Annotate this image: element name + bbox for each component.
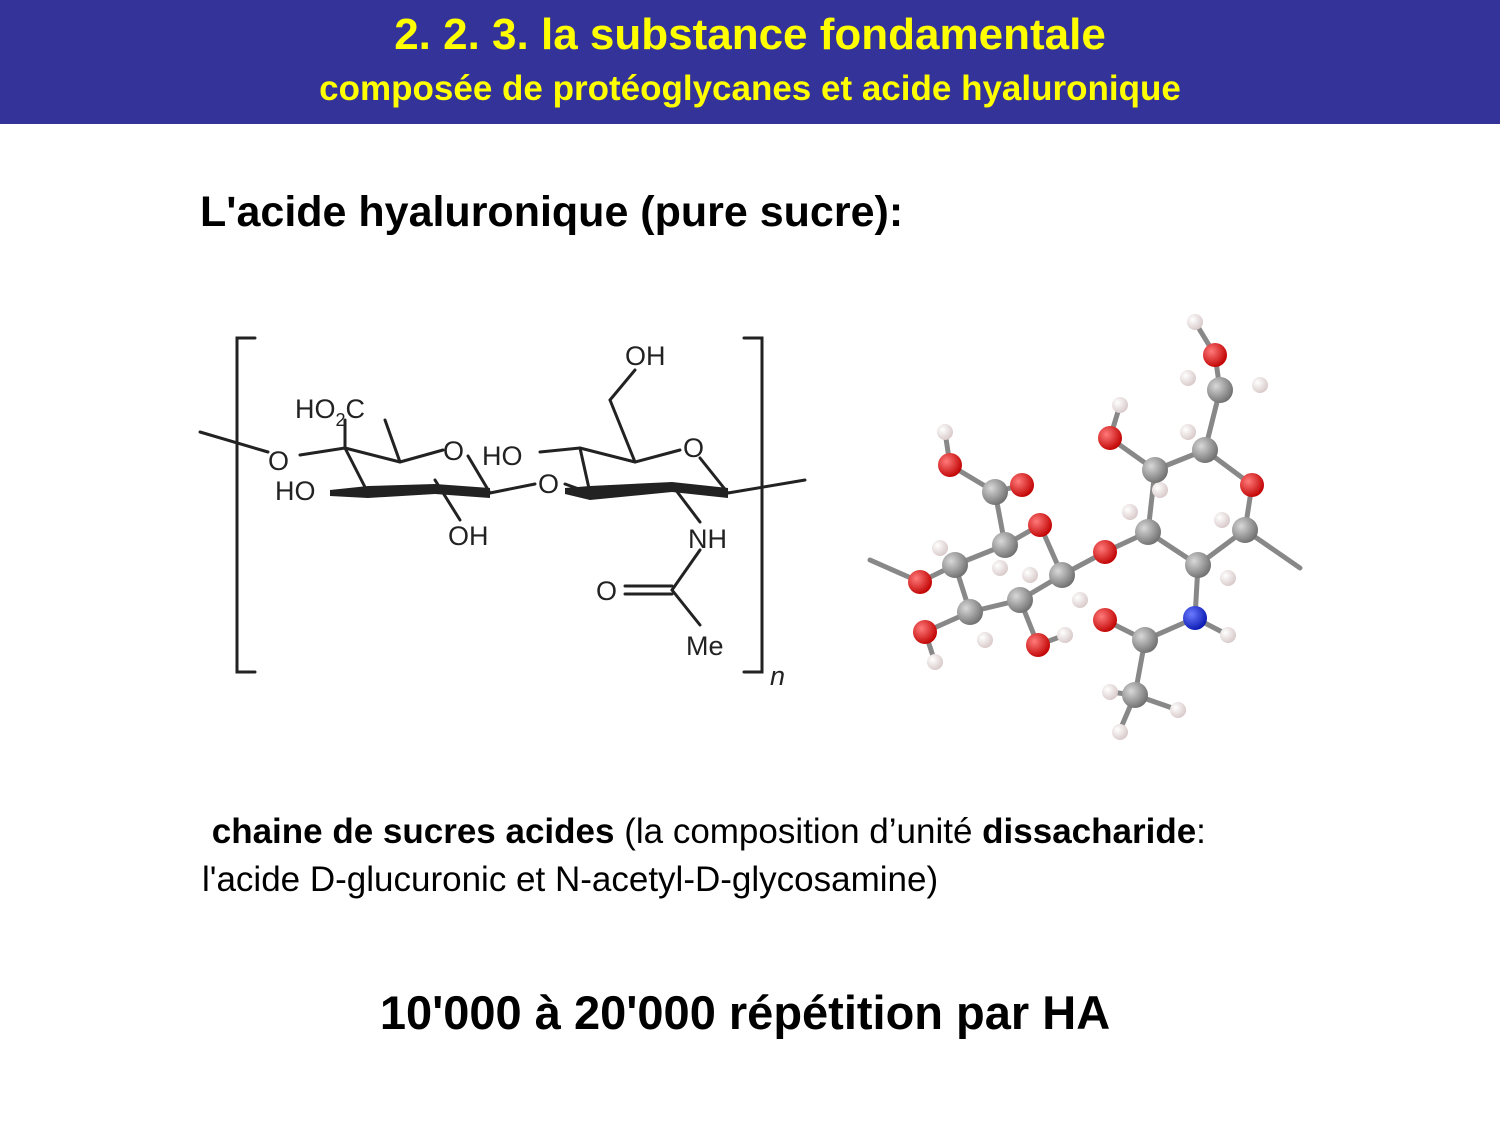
label-ho2c-sub: 2 bbox=[336, 410, 346, 430]
label-repeat-n: n bbox=[770, 661, 785, 691]
label-oh-bottom: OH bbox=[448, 521, 489, 551]
haworth-structure-diagram: HO2C O O HO OH HO O OH O NH O Me n bbox=[198, 336, 807, 691]
bracket-right bbox=[742, 336, 764, 674]
description-line-2: l'acide D-glucuronic et N-acetyl-D-glyco… bbox=[202, 860, 939, 899]
description-bold-disaccharide: dissacharide bbox=[982, 812, 1197, 851]
label-oh-top: OH bbox=[625, 341, 666, 371]
description-text-1: (la composition d’unité bbox=[614, 812, 983, 851]
label-ho2c-ho: HO bbox=[295, 394, 336, 424]
bracket-left bbox=[235, 336, 257, 674]
description: chaine de sucres acides (la composition … bbox=[202, 808, 1422, 904]
label-nh: NH bbox=[688, 524, 727, 554]
label-ring2-o: O bbox=[683, 433, 704, 463]
label-carbonyl-o: O bbox=[596, 576, 617, 606]
slide-header: 2. 2. 3. la substance fondamentale compo… bbox=[0, 0, 1500, 124]
label-me: Me bbox=[686, 631, 724, 661]
description-bold-chain: chaine de sucres acides bbox=[211, 812, 615, 851]
description-line-1: chaine de sucres acides (la composition … bbox=[202, 808, 1422, 856]
structure-wedges bbox=[330, 482, 728, 500]
slide-subtitle: composée de protéoglycanes et acide hyal… bbox=[319, 69, 1181, 108]
model-atoms bbox=[908, 314, 1268, 740]
label-ho-mid: HO bbox=[482, 441, 523, 471]
ball-and-stick-molecule-model bbox=[867, 314, 1303, 740]
label-ho-left: HO bbox=[275, 476, 316, 506]
label-link-o-left: O bbox=[268, 446, 289, 476]
slide-title: 2. 2. 3. la substance fondamentale bbox=[394, 10, 1106, 59]
svg-text:HO2C: HO2C bbox=[295, 394, 365, 430]
label-ho2c-c: C bbox=[346, 394, 366, 424]
label-ring1-o: O bbox=[443, 436, 464, 466]
label-link-o-mid: O bbox=[538, 469, 559, 499]
repetition-statement: 10'000 à 20'000 répétition par HA bbox=[379, 986, 1111, 1039]
description-text-2: : bbox=[1196, 812, 1206, 851]
section-heading: L'acide hyaluronique (pure sucre): bbox=[200, 188, 904, 236]
